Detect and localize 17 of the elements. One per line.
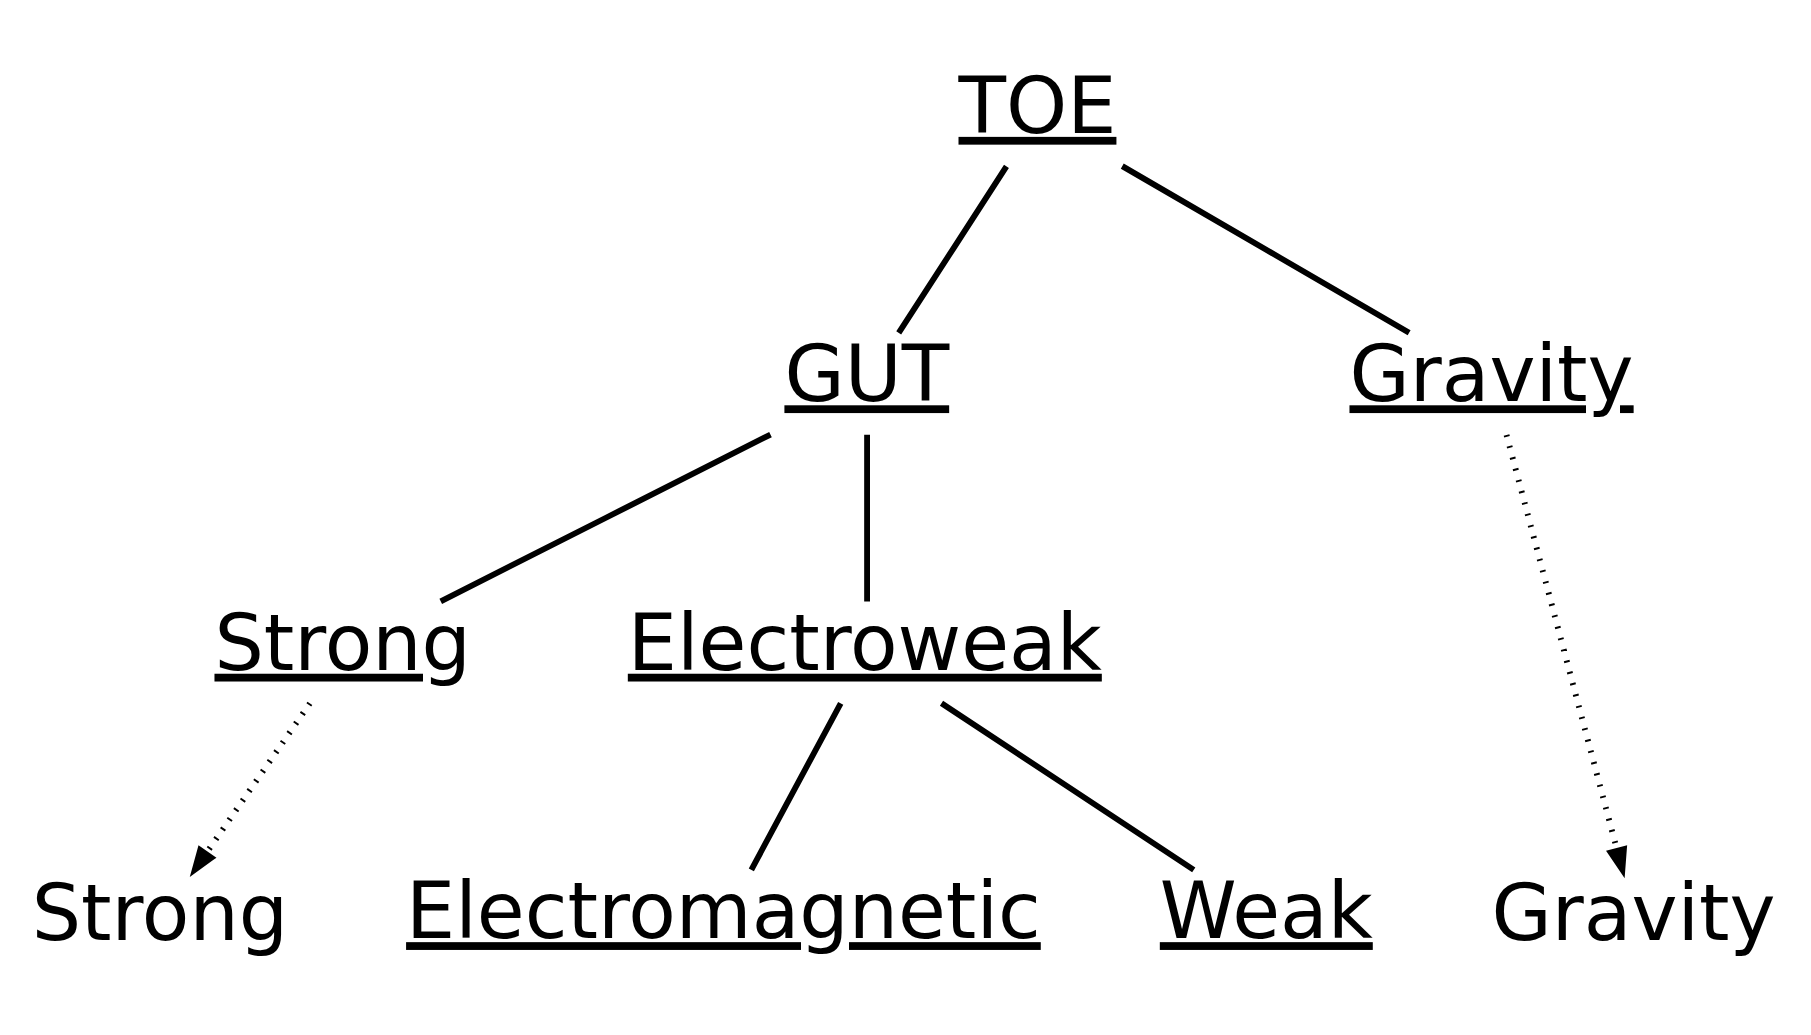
connector	[748, 701, 844, 871]
node-text: Strong	[31, 867, 289, 958]
connector	[864, 434, 870, 601]
connector	[439, 431, 772, 604]
node-text: Gravity	[1491, 867, 1776, 958]
node-text: Electroweak	[627, 597, 1102, 688]
node-text: Gravity	[1349, 328, 1634, 419]
node-text: GUT	[784, 328, 950, 419]
connector	[1120, 163, 1411, 335]
node-text: Electromagnetic	[406, 865, 1041, 956]
arrow	[189, 701, 313, 877]
node-text: TOE	[958, 60, 1117, 151]
connector	[896, 164, 1009, 335]
node-text: Weak	[1159, 865, 1373, 956]
arrow	[1503, 433, 1628, 878]
connector	[939, 700, 1196, 872]
node-text: Strong	[214, 597, 471, 688]
